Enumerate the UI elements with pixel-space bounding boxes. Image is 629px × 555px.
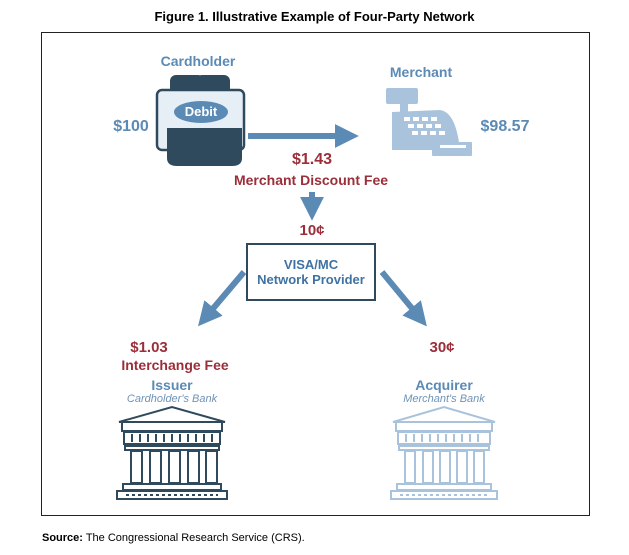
- acquirer-amount: 30¢: [429, 339, 455, 356]
- network-fee: 10¢: [299, 222, 325, 239]
- cardholder-label: Cardholder: [160, 53, 236, 69]
- merchant-amount: $98.57: [480, 118, 530, 135]
- acquirer-label: Acquirer: [415, 377, 473, 393]
- merchant-label: Merchant: [389, 64, 453, 80]
- interchange-fee-label: Interchange Fee: [121, 357, 229, 373]
- acquirer-bank-icon: [390, 405, 498, 500]
- source-text: The Congressional Research Service (CRS)…: [85, 532, 305, 544]
- figure-title: Figure 1. Illustrative Example of Four-P…: [154, 9, 475, 24]
- issuer-sublabel: Cardholder's Bank: [126, 393, 218, 405]
- diagram-frame: [41, 32, 590, 516]
- debit-card-text: Debit: [184, 104, 218, 119]
- issuer-bank-icon: [116, 405, 228, 500]
- hand-card-icon: [155, 75, 246, 166]
- source-note: Source: The Congressional Research Servi…: [42, 532, 305, 544]
- issuer-amount: $1.03: [130, 339, 168, 356]
- source-label: Source:: [42, 532, 83, 544]
- arrow-to-acquirer: [379, 270, 427, 327]
- network-line2: Network Provider: [257, 272, 365, 287]
- discount-amount: $1.43: [291, 151, 333, 168]
- cardholder-amount: $100: [113, 118, 149, 135]
- discount-fee-label: Merchant Discount Fee: [233, 172, 389, 188]
- network-line1: VISA/MC: [283, 257, 339, 272]
- issuer-label: Issuer: [151, 377, 193, 393]
- network-provider-box: VISA/MC Network Provider: [246, 243, 376, 301]
- acquirer-sublabel: Merchant's Bank: [403, 393, 485, 405]
- cash-register-icon: [386, 88, 472, 156]
- arrow-to-issuer: [198, 270, 247, 327]
